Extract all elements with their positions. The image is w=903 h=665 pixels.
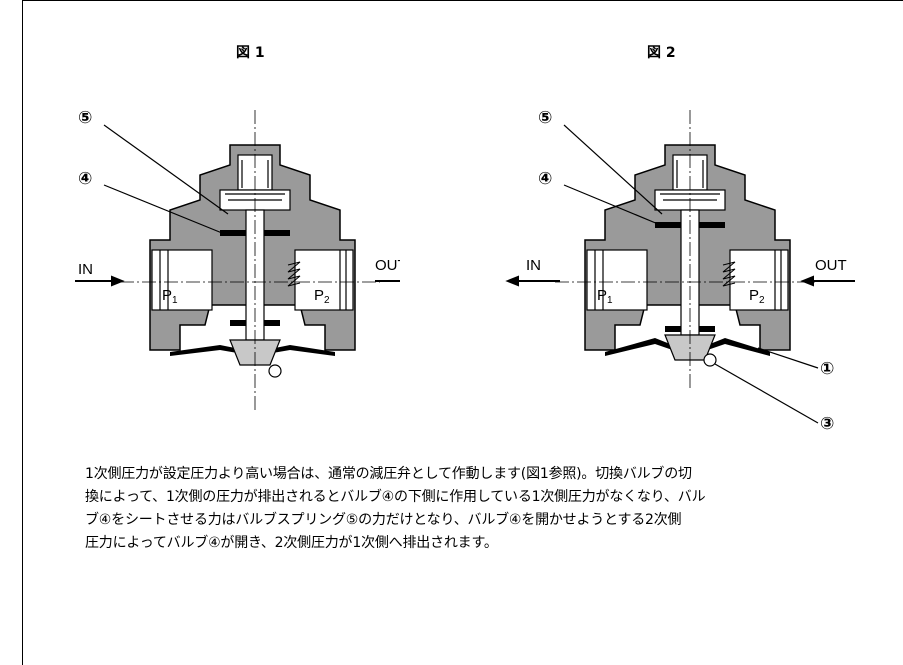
page-frame: [22, 0, 903, 665]
flow-arrows: [505, 275, 855, 287]
callout-3: ③: [820, 414, 834, 434]
in-label: IN: [78, 261, 93, 278]
in-label: IN: [526, 257, 541, 274]
p1-subscript: 1: [607, 295, 613, 306]
ports: [586, 249, 789, 311]
description-line: ブ④をシートさせる力はバルブスプリング⑤の力だけとなり、バルブ④を開かせようとす…: [85, 512, 682, 528]
callout-5: ⑤: [78, 108, 92, 128]
callout-4: ④: [538, 169, 552, 189]
figure-1-valve-diagram: ⑤ ④ IN OUT P 1 P 2: [75, 108, 400, 410]
spring: [287, 261, 301, 287]
callout-1: ①: [820, 359, 834, 379]
p1-subscript: 1: [172, 295, 178, 306]
spring: [722, 261, 736, 287]
figure-1-title: 図 1: [236, 45, 265, 61]
description-text: 1次側圧力が設定圧力より高い場合は、通常の減圧弁として作動します(図1参照)。切…: [85, 463, 845, 555]
p2-subscript: 2: [759, 295, 765, 306]
callout-5: ⑤: [538, 108, 552, 128]
flow-arrows: [75, 275, 400, 287]
description-line: 1次側圧力が設定圧力より高い場合は、通常の減圧弁として作動します(図1参照)。切…: [85, 466, 692, 482]
centerlines: [120, 110, 380, 410]
callout-4: ④: [78, 169, 92, 189]
figure-2-title: 図 2: [647, 45, 676, 61]
leader-lines: [103, 124, 229, 234]
out-label: OUT: [815, 257, 847, 274]
p1-label: P: [162, 287, 172, 304]
leader-lines: [563, 124, 819, 424]
out-label: OUT: [375, 257, 400, 274]
p2-subscript: 2: [324, 295, 330, 306]
p2-label: P: [749, 287, 759, 304]
ports: [151, 249, 354, 311]
figure-2-valve-diagram: ⑤ ④ ① ③ IN OUT P 1 P 2: [505, 108, 855, 434]
description-line: 圧力によってバルブ④が開き、2次側圧力が1次側へ排出されます。: [85, 535, 498, 551]
p1-label: P: [597, 287, 607, 304]
description-line: 換によって、1次側の圧力が排出されるとバルブ④の下側に作用している1次側圧力がな…: [85, 489, 706, 505]
p2-label: P: [314, 287, 324, 304]
centerlines: [555, 110, 815, 390]
